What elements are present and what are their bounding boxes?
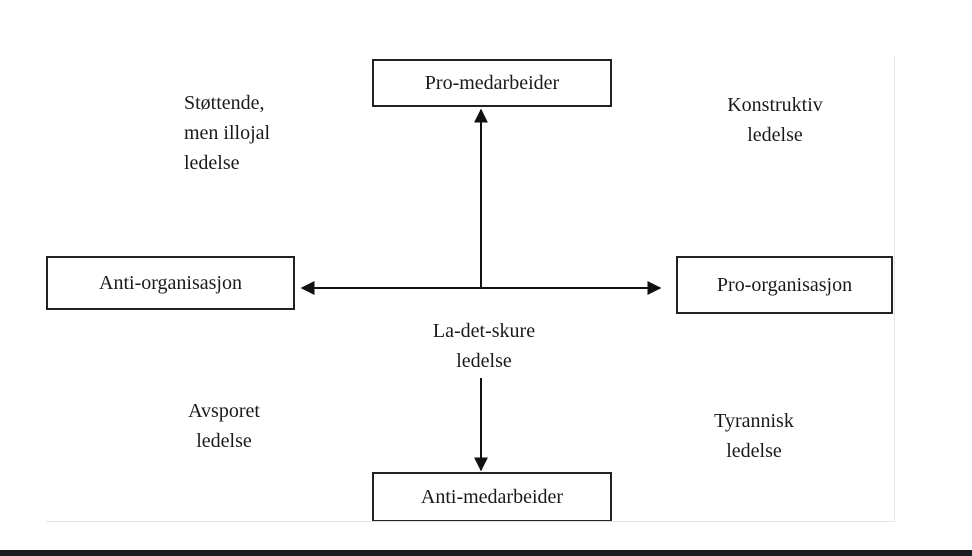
pro-organization-label: Pro-organisasjon [716,273,853,296]
laissez-faire-leadership-label: La-det-skure ledelse [432,320,536,372]
tyrannical-leadership-label: Tyrannisk ledelse [714,410,794,462]
constructive-leadership-label: Konstruktiv ledelse [727,94,823,146]
bottom-bar [0,550,972,556]
anti-organization-box: Anti-organisasjon [46,256,295,310]
pro-employee-label: Pro-medarbeider [424,71,560,94]
frame-bottom-edge [46,521,895,522]
anti-employee-label: Anti-medarbeider [420,485,564,508]
anti-organization-label: Anti-organisasjon [99,271,242,294]
supportive-disloyal-leadership-label: Støttende, men illojal ledelse [184,92,271,174]
derailed-leadership-label: Avsporet ledelse [188,400,260,452]
pro-organization-box: Pro-organisasjon [676,256,893,314]
pro-employee-box: Pro-medarbeider [372,59,612,107]
frame-right-edge [894,56,895,522]
anti-employee-box: Anti-medarbeider [372,472,612,522]
